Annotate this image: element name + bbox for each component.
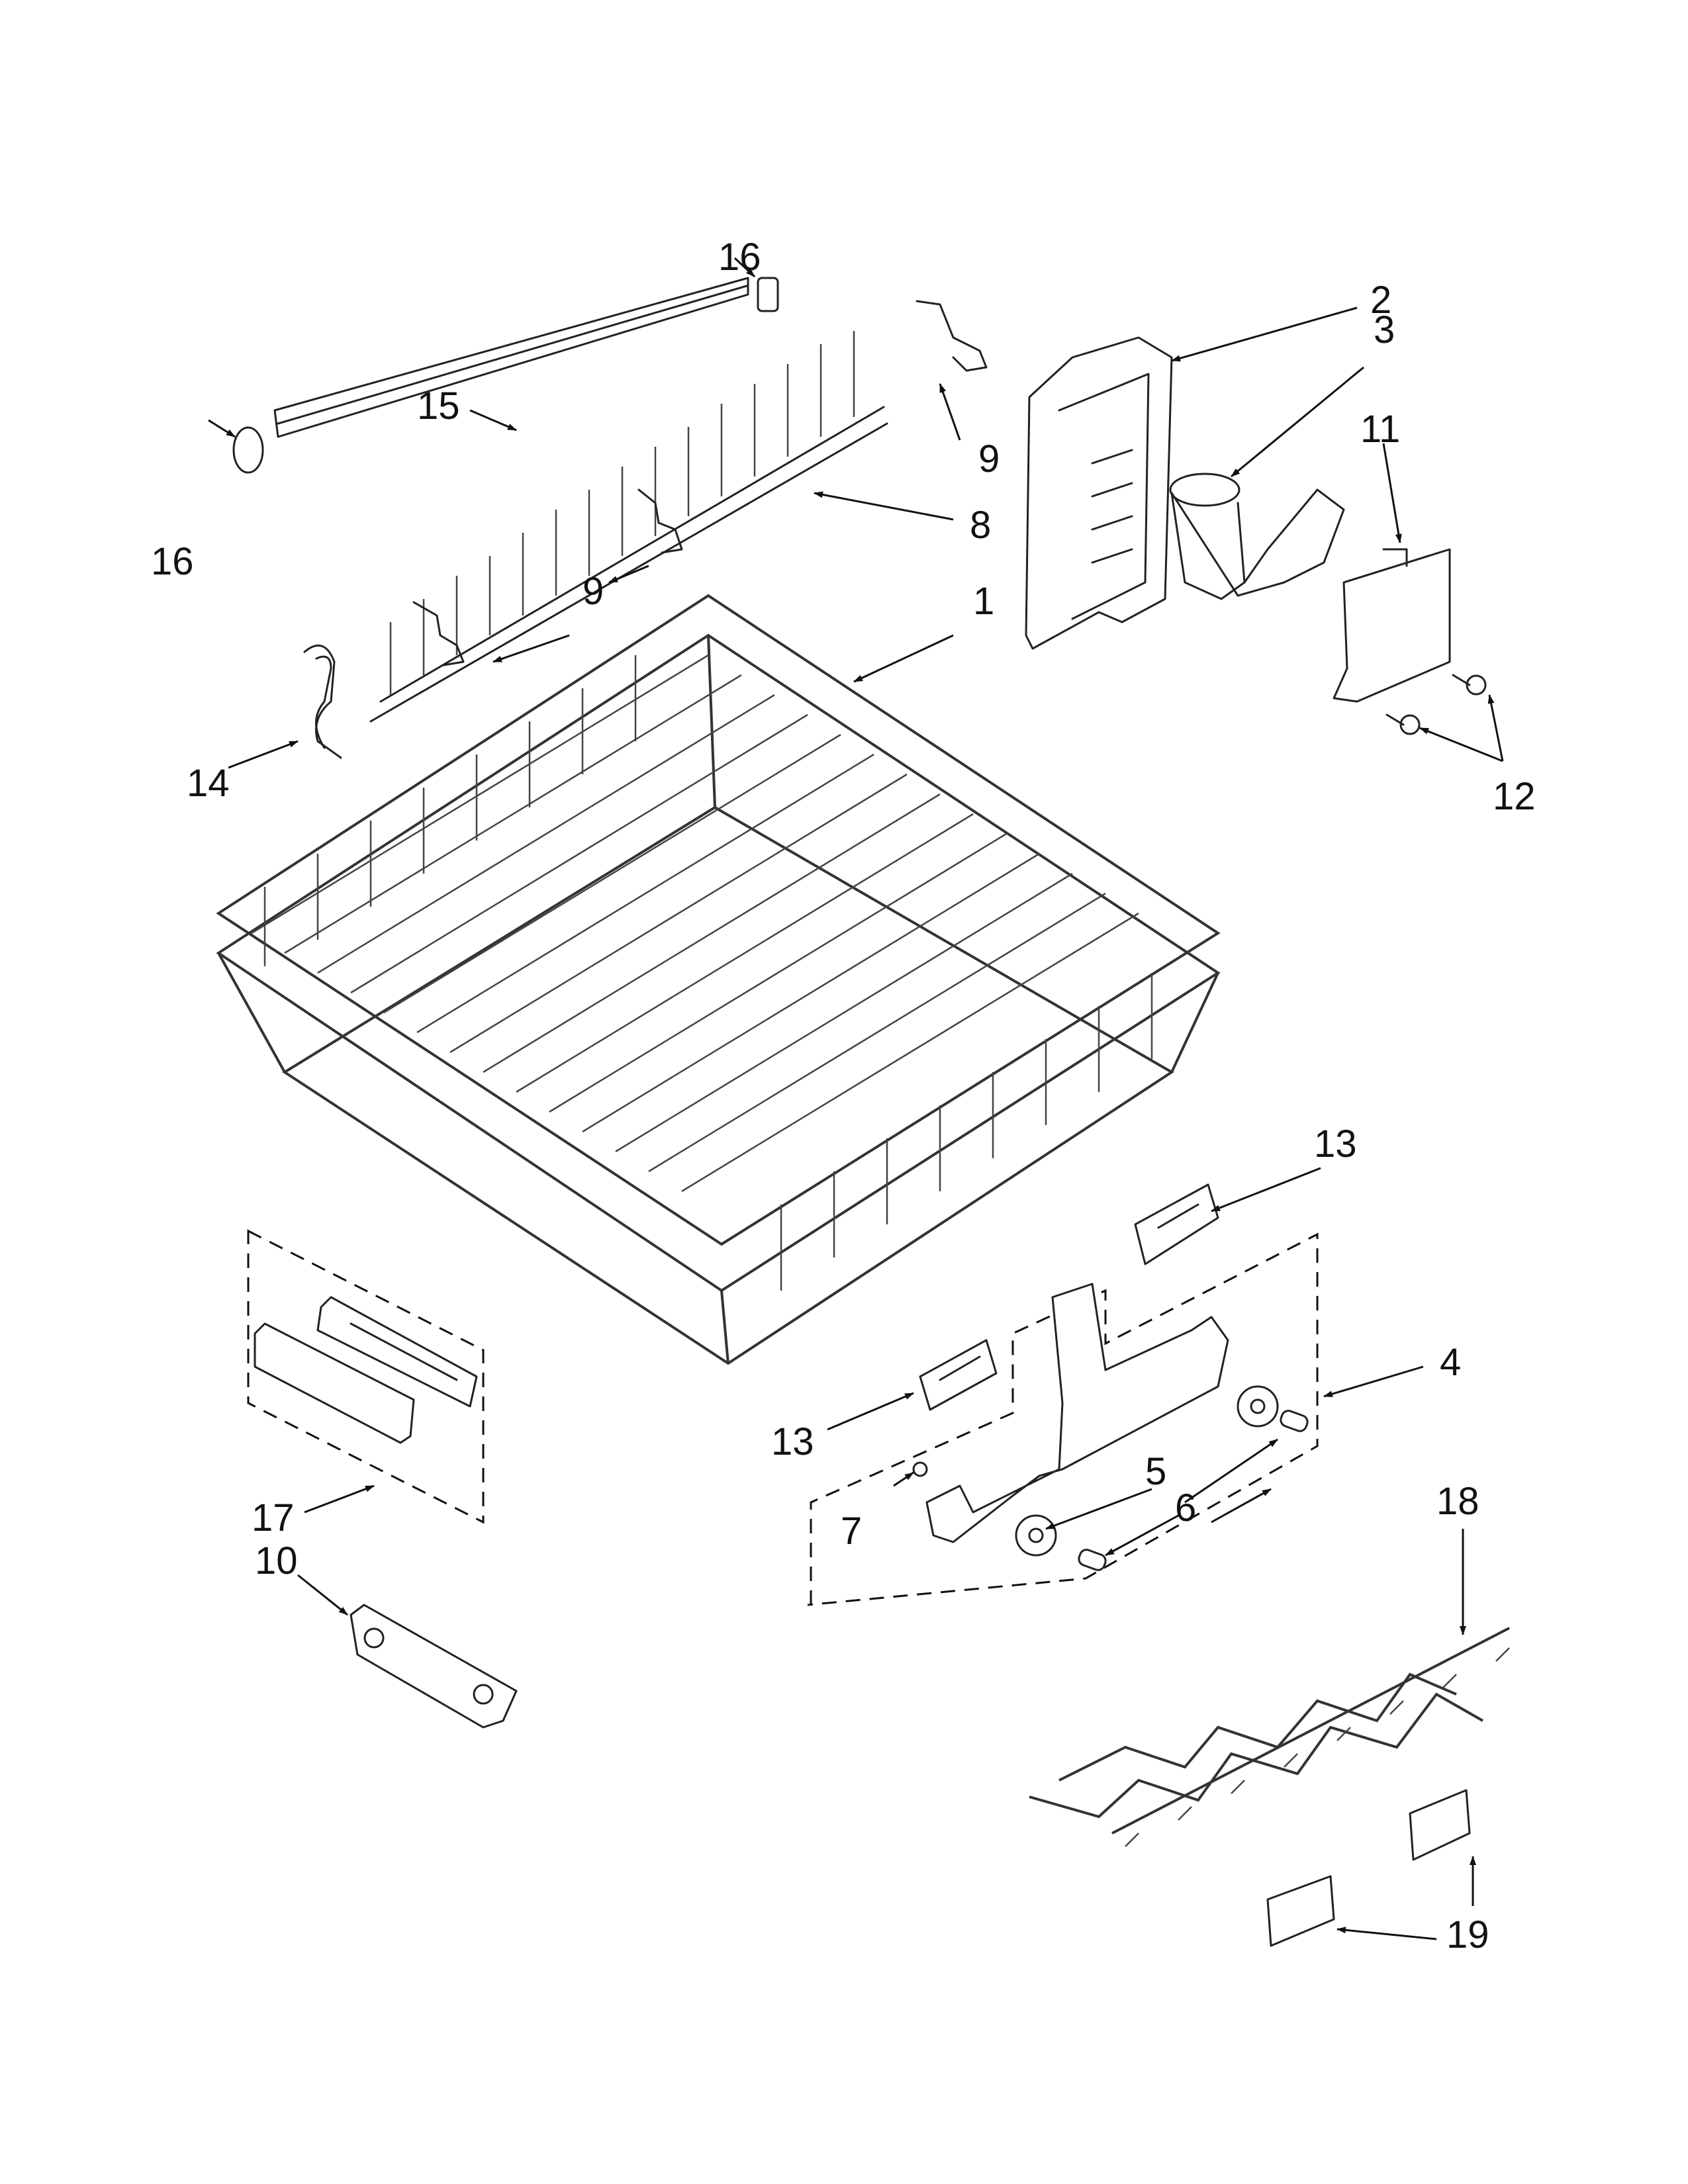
callout-11: 11 (1360, 408, 1401, 451)
group-box-part-17 (247, 1229, 485, 1524)
callout-13-lower: 13 (771, 1420, 814, 1463)
cap-part-17 (254, 1322, 415, 1444)
callout-16-top: 16 (718, 236, 761, 279)
tine-row-part-8 (369, 331, 888, 723)
callout-13-upper: 13 (1314, 1122, 1357, 1165)
callout-10: 10 (255, 1539, 298, 1582)
wire-rack-part-18 (1029, 1627, 1510, 1847)
callout-4: 4 (1440, 1341, 1462, 1384)
callout-18: 18 (1436, 1480, 1479, 1523)
callout-14: 14 (187, 762, 230, 805)
pin-part-7 (912, 1461, 928, 1477)
valve-part-3 (1169, 473, 1345, 600)
rail-part-4 (925, 1283, 1229, 1543)
callout-15: 15 (417, 385, 460, 428)
screw-part-12-a (1452, 674, 1487, 696)
cover-part-11 (1333, 548, 1451, 703)
rack-part-1 (216, 594, 1221, 1365)
callout-9-left: 9 (583, 570, 604, 613)
axle-part-6-left (1078, 1549, 1107, 1571)
clip-part-19-right (1409, 1789, 1471, 1861)
callout-16-left: 16 (151, 540, 194, 583)
callout-2: 2 (1370, 279, 1392, 322)
callout-7: 7 (841, 1510, 863, 1553)
callout-8: 8 (970, 504, 992, 547)
axle-part-6-right (1280, 1410, 1309, 1432)
bracket-part-10 (350, 1604, 518, 1729)
leader-lines (208, 257, 1504, 1940)
callout-12: 12 (1493, 775, 1536, 818)
clip-part-19-left (1266, 1875, 1335, 1947)
group-box-part-4 (807, 1232, 1319, 1606)
callout-5: 5 (1145, 1450, 1167, 1493)
callout-19: 19 (1446, 1913, 1489, 1956)
end-cap-part-16-left (232, 426, 264, 474)
bracket-part-2 (1025, 336, 1173, 650)
clip-part-9-mid (637, 488, 683, 554)
bracket-part-17 (316, 1296, 478, 1408)
rail-part-15 (273, 277, 749, 438)
clip-part-9-left (412, 601, 465, 666)
clip-part-13-lower (919, 1339, 998, 1411)
callout-1: 1 (973, 580, 995, 623)
screw-part-12-b (1385, 713, 1421, 735)
callout-9-top: 9 (978, 437, 1000, 480)
clip-part-13-upper (1134, 1183, 1219, 1265)
handle-part-14 (303, 645, 342, 759)
wheel-part-5-left (1015, 1514, 1057, 1557)
callout-3: 3 (1374, 308, 1395, 351)
callout-6: 6 (1175, 1486, 1197, 1529)
callout-17: 17 (252, 1496, 295, 1539)
wheel-part-5-right (1237, 1385, 1279, 1428)
end-cap-part-16-top (757, 277, 779, 312)
clip-part-9-top (915, 300, 988, 372)
